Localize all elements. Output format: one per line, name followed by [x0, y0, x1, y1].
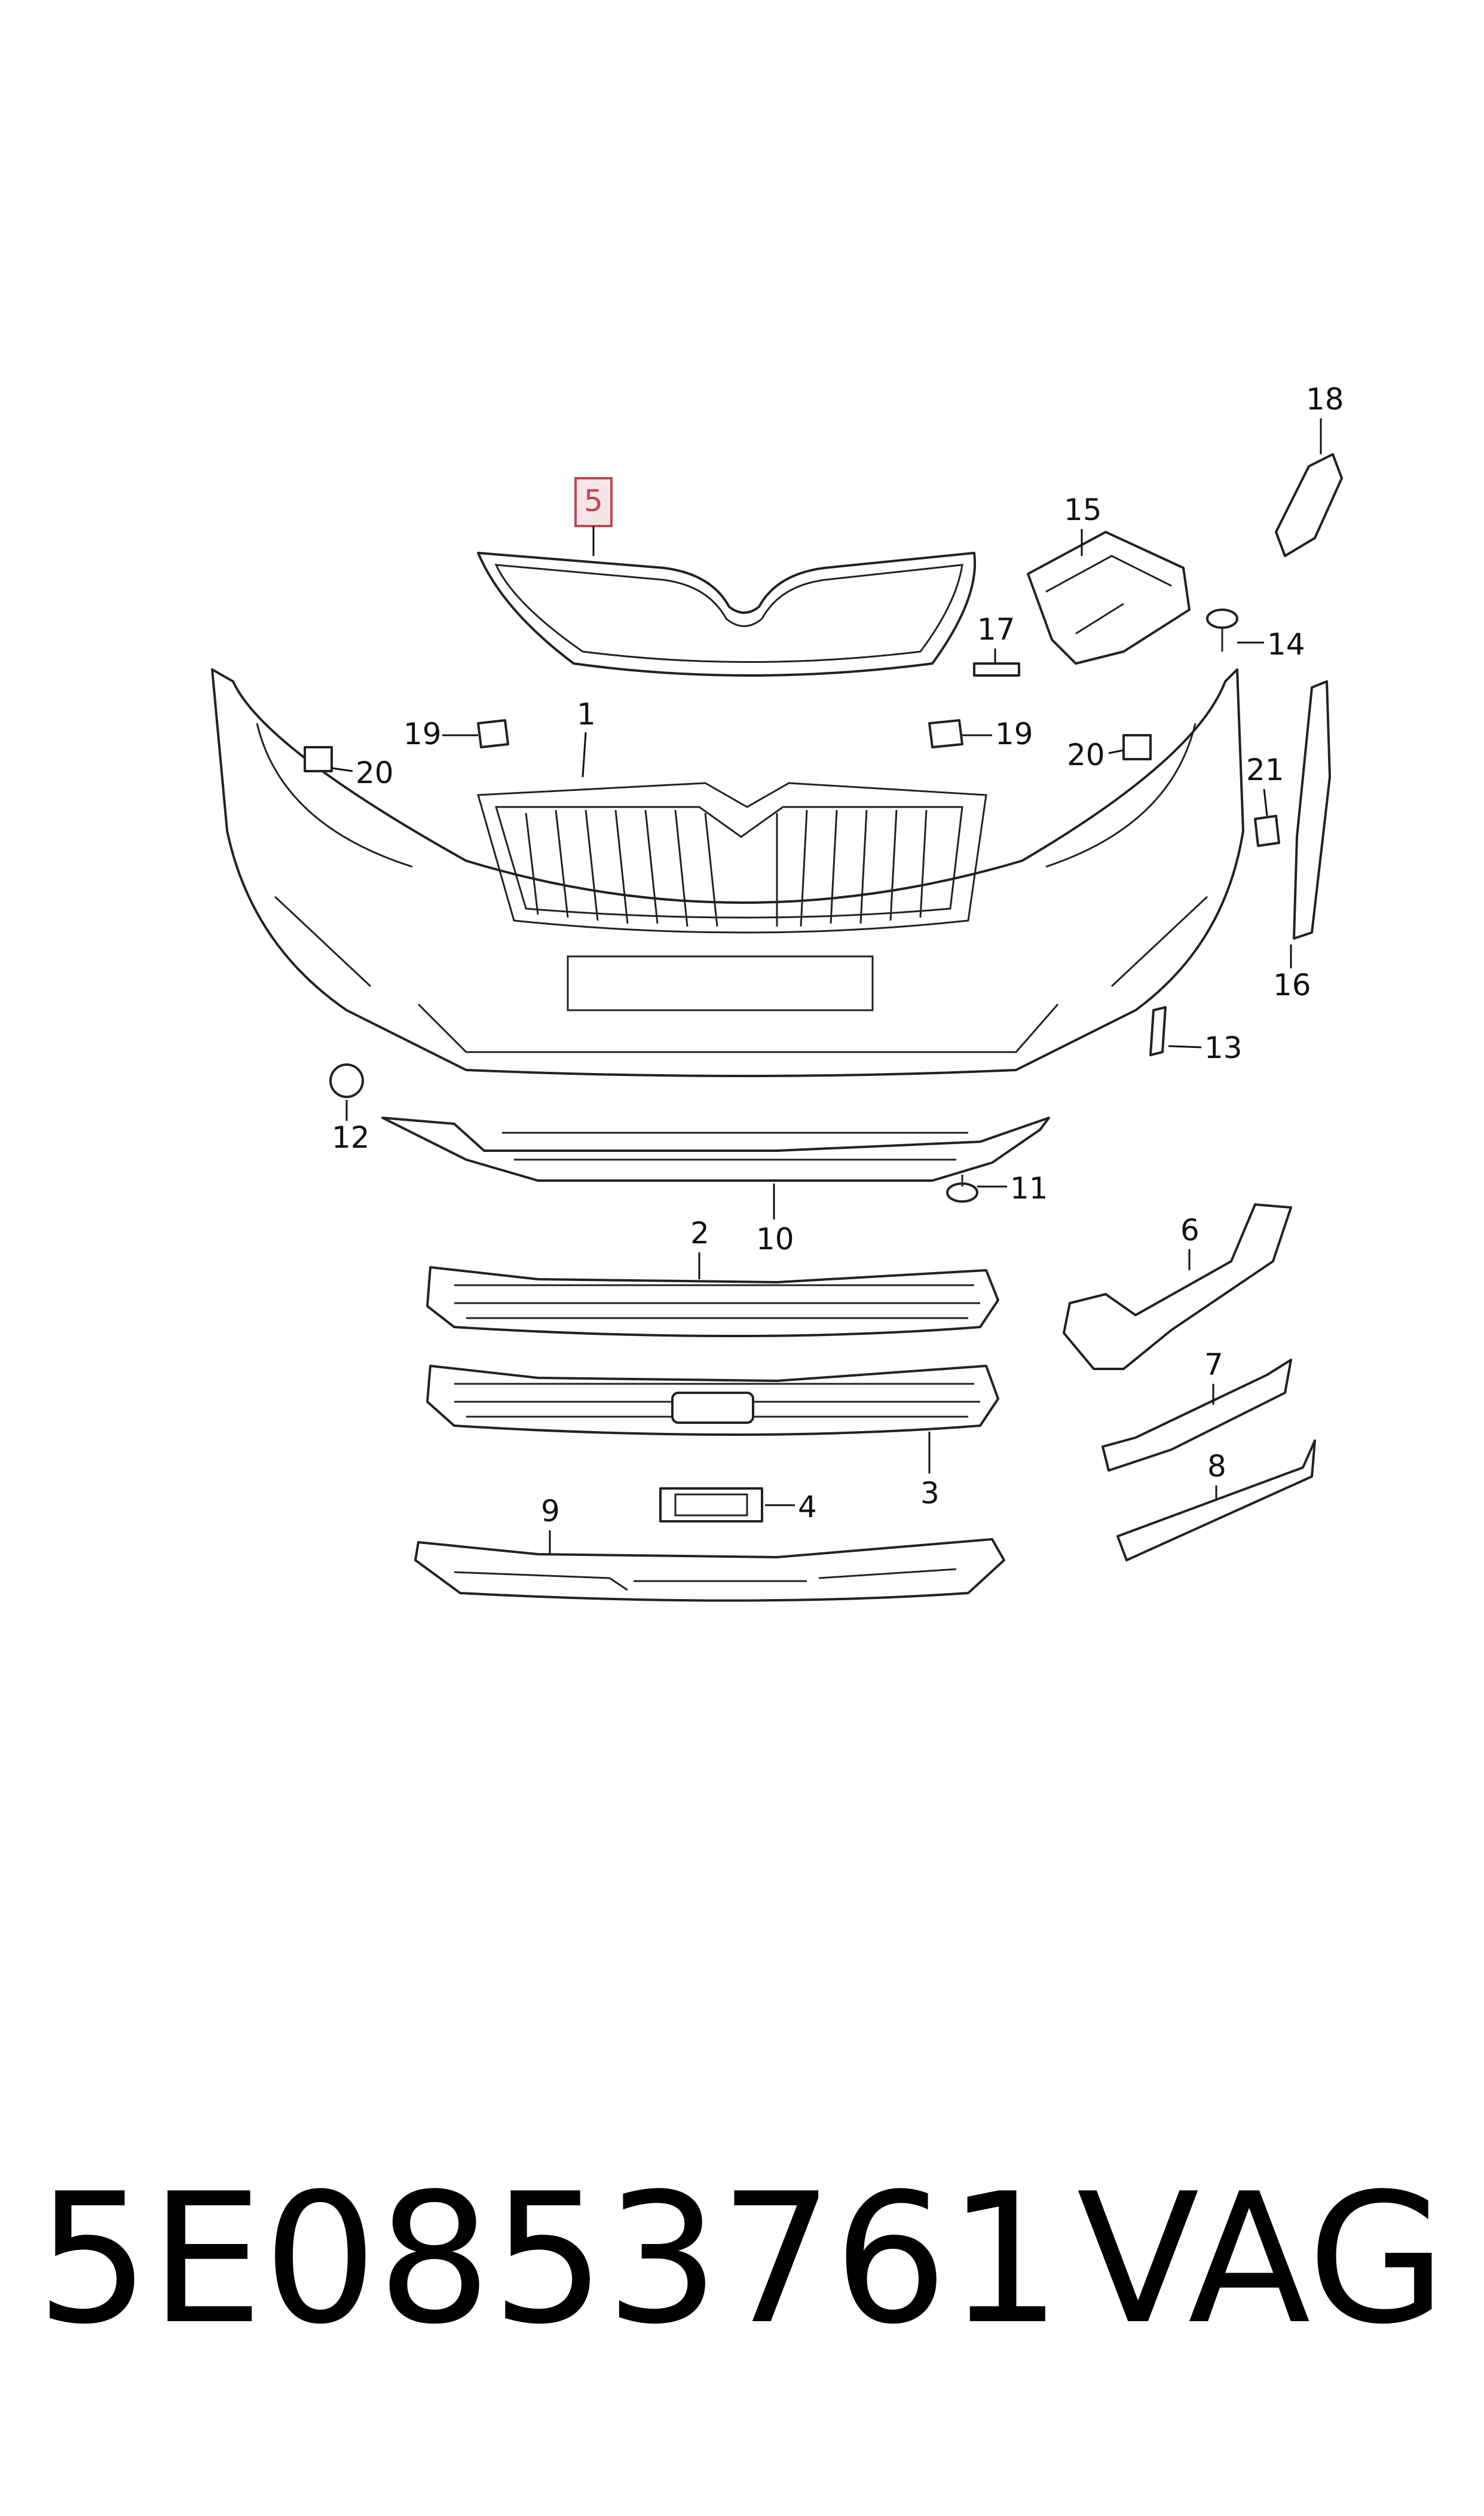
callout-14: 14 — [1267, 627, 1305, 662]
callout-16: 16 — [1273, 968, 1311, 1002]
part-number: 5E0853761 — [36, 2155, 1062, 2364]
callout-6: 6 — [1180, 1213, 1200, 1248]
callout-13: 13 — [1204, 1031, 1243, 1065]
part-4-emblem-frame — [659, 1487, 763, 1523]
part-17-clip — [973, 662, 1020, 677]
callout-18: 18 — [1306, 382, 1344, 417]
callout-2: 2 — [690, 1216, 709, 1251]
callout-9: 9 — [541, 1494, 560, 1528]
part-12-tow-cap — [329, 1063, 364, 1098]
part-21-clip — [1254, 815, 1280, 847]
part-20-clip-left — [304, 746, 333, 772]
part-2-lower-grille-upper — [426, 1266, 999, 1337]
callout-10: 10 — [756, 1222, 794, 1257]
callout-4: 4 — [798, 1490, 817, 1524]
part-1-grille-bars — [494, 806, 963, 927]
callout-15: 15 — [1064, 493, 1102, 527]
part-1-bumper-cover — [211, 668, 1244, 1077]
callout-1: 1 — [577, 697, 596, 732]
part-5-grille-frame — [477, 552, 977, 677]
part-15-bracket — [1027, 531, 1191, 665]
part-19-bracket-left — [477, 719, 509, 748]
callout-20-left: 20 — [356, 756, 394, 790]
callout-17: 17 — [977, 612, 1015, 647]
footer: 5E0853761 VAG — [36, 2164, 1458, 2355]
part-7-trim-strip — [1101, 1359, 1292, 1472]
callout-21: 21 — [1246, 753, 1284, 787]
callout-3: 3 — [920, 1476, 940, 1511]
part-18-bracket — [1275, 453, 1343, 557]
callout-20-right: 20 — [1067, 738, 1105, 772]
part-11-screw — [946, 1175, 978, 1203]
callout-19-right: 19 — [995, 717, 1033, 751]
callout-5: 5 — [584, 484, 603, 518]
part-20-clip-right — [1122, 734, 1152, 760]
part-3-lower-grille-lower — [426, 1365, 999, 1436]
part-10-carrier — [381, 1117, 1050, 1182]
callout-11: 11 — [1010, 1171, 1048, 1206]
part-13-clip — [1149, 1006, 1167, 1056]
part-6-side-trim — [1063, 1203, 1292, 1370]
callout-7: 7 — [1204, 1347, 1223, 1382]
part-19-bracket-right — [928, 719, 963, 748]
part-14-screw — [1206, 609, 1238, 652]
callout-12: 12 — [332, 1120, 370, 1155]
part-16-side-strip — [1293, 680, 1331, 940]
part-9-lower-strip — [414, 1538, 1005, 1602]
callout-8: 8 — [1207, 1449, 1226, 1484]
brand-label: VAG — [1076, 2155, 1446, 2364]
callout-19-left: 19 — [403, 717, 442, 751]
